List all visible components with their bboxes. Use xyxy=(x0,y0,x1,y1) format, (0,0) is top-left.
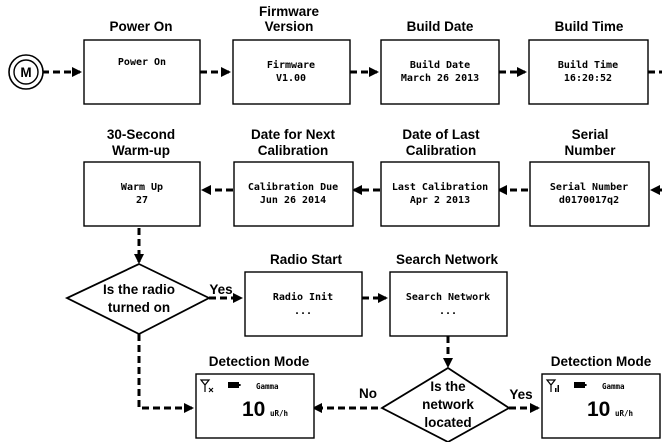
last-cal-screen-line-2: Apr 2 2013 xyxy=(410,195,470,206)
build-time-title: Build Time xyxy=(555,19,624,34)
firmware-title-line-1: Firmware xyxy=(259,4,320,19)
step-build-date: Build Date Build Date March 26 2013 xyxy=(380,19,500,105)
warmup-title-line-1: 30-Second xyxy=(107,127,175,142)
network-decision-line-1: Is the xyxy=(430,379,466,394)
network-yes-label: Yes xyxy=(509,387,532,402)
arrow-radio-no xyxy=(137,334,195,414)
build-date-screen-line-1: Build Date xyxy=(410,59,470,71)
network-decision-line-2: network xyxy=(422,397,474,412)
power-button: M xyxy=(8,54,44,90)
search-network-screen-line-2: ... xyxy=(439,306,457,317)
detection-left-unit: uR/h xyxy=(270,409,288,418)
search-network-title: Search Network xyxy=(396,252,499,267)
radio-start-screen-line-2: ... xyxy=(294,306,312,317)
step-power-on: Power On Power On xyxy=(83,19,201,105)
detection-right-value: 10 xyxy=(587,398,610,421)
power-button-label: M xyxy=(20,65,31,80)
detection-right-unit: uR/h xyxy=(615,409,633,418)
serial-title-line-1: Serial xyxy=(572,127,609,142)
last-cal-screen-line-1: Last Calibration xyxy=(392,181,488,193)
radio-start-screen-line-1: Radio Init xyxy=(273,291,333,303)
next-cal-screen-line-2: Jun 26 2014 xyxy=(260,195,326,206)
network-no-label: No xyxy=(359,386,377,401)
warmup-screen-line-1: Warm Up xyxy=(121,182,163,193)
step-last-calibration: Date of Last Calibration Last Calibratio… xyxy=(380,127,500,227)
detection-left-value: 10 xyxy=(242,398,265,421)
build-time-screen-line-2: 16:20:52 xyxy=(564,73,612,84)
radio-start-title: Radio Start xyxy=(270,252,343,267)
connectors xyxy=(42,66,662,414)
build-date-screen-line-2: March 26 2013 xyxy=(401,73,479,84)
antenna-off-icon xyxy=(199,379,214,393)
step-serial-number: Serial Number Serial Number d0170017q2 xyxy=(529,127,650,227)
battery-icon xyxy=(228,382,241,388)
radio-decision-line-1: Is the radio xyxy=(103,282,175,297)
decision-radio-on: Is the radio turned on xyxy=(64,263,212,336)
detection-mode-left: Detection Mode Gamma 10 uR/h xyxy=(195,354,315,439)
detection-left-title: Detection Mode xyxy=(209,354,310,369)
serial-title-line-2: Number xyxy=(564,143,616,158)
radio-decision-line-2: turned on xyxy=(108,300,170,315)
build-date-title: Build Date xyxy=(407,19,474,34)
step-warmup: 30-Second Warm-up Warm Up 27 xyxy=(83,127,201,227)
next-cal-screen-line-1: Calibration Due xyxy=(248,181,338,193)
step-search-network: Search Network Search Network ... xyxy=(389,252,508,337)
network-decision-line-3: located xyxy=(424,415,471,430)
detection-mode-right: Detection Mode Gamma 10 uR/h xyxy=(541,354,661,439)
search-network-screen-line-1: Search Network xyxy=(406,292,490,303)
step-firmware: Firmware Version Firmware V1.00 xyxy=(232,4,351,105)
firmware-screen-line-2: V1.00 xyxy=(276,73,306,84)
signal-strength-icon xyxy=(545,379,559,392)
last-cal-title-line-1: Date of Last xyxy=(402,127,480,142)
serial-screen-line-1: Serial Number xyxy=(550,181,628,193)
detection-left-mode: Gamma xyxy=(256,382,279,391)
step-next-calibration: Date for Next Calibration Calibration Du… xyxy=(233,127,354,227)
step-radio-start: Radio Start Radio Init ... xyxy=(244,252,363,337)
firmware-screen-line-1: Firmware xyxy=(267,59,315,71)
build-time-screen-line-1: Build Time xyxy=(558,59,618,71)
warmup-title-line-2: Warm-up xyxy=(112,143,170,158)
power-on-title: Power On xyxy=(109,19,172,34)
next-cal-title-line-2: Calibration xyxy=(258,143,329,158)
next-cal-title-line-1: Date for Next xyxy=(251,127,336,142)
warmup-screen-line-2: 27 xyxy=(136,195,148,206)
detection-right-title: Detection Mode xyxy=(551,354,652,369)
step-build-time: Build Time Build Time 16:20:52 xyxy=(528,19,649,105)
battery-icon xyxy=(574,382,587,388)
last-cal-title-line-2: Calibration xyxy=(406,143,477,158)
radio-yes-label: Yes xyxy=(209,282,232,297)
power-on-screen-line-1: Power On xyxy=(118,57,166,68)
decision-network-located: Is the network located xyxy=(380,366,511,442)
detection-right-mode: Gamma xyxy=(602,382,625,391)
serial-screen-line-2: d0170017q2 xyxy=(559,195,619,206)
firmware-title-line-2: Version xyxy=(265,19,314,34)
